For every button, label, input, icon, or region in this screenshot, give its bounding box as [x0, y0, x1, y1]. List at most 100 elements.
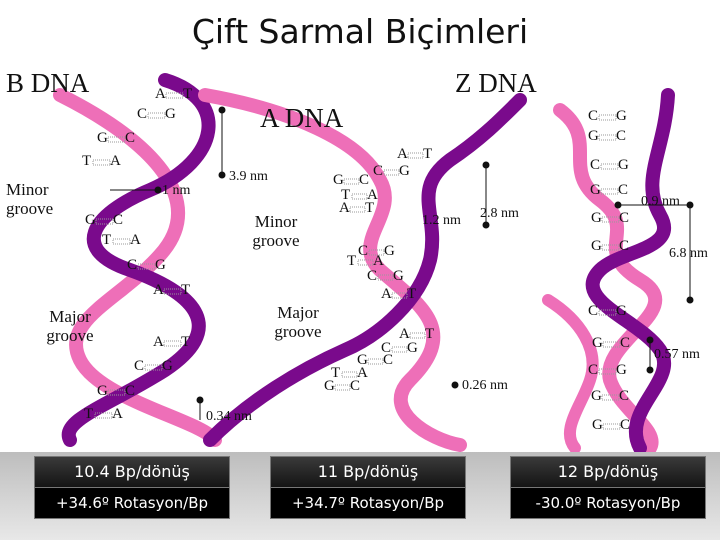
- z-dna-base-right: C: [619, 238, 630, 254]
- z-dna-base-right: C: [620, 417, 631, 433]
- b-dna-heading: B DNA: [6, 68, 90, 98]
- a-dna-heading: A DNA: [260, 103, 344, 133]
- b-dna-base-left: T: [84, 406, 94, 422]
- b-dna-pink-strand: [53, 88, 222, 447]
- a-dna-rung: [407, 152, 424, 159]
- z-dna-base-left: C: [588, 108, 599, 124]
- a-dna-base-right: G: [393, 268, 404, 284]
- z-dna-lower-pink-strand: [542, 294, 599, 452]
- z-dna-rotation: -30.0º Rotasyon/Bp: [510, 488, 706, 519]
- a-dna-rung: [349, 206, 366, 213]
- b-dna-base-left: T: [82, 153, 92, 169]
- b-dna-rung: [94, 412, 113, 419]
- z-dna-bp-per-turn: 12 Bp/dönüş: [510, 456, 706, 488]
- a-step-label: 0.26 nm: [462, 378, 508, 393]
- z-dna-base-left: C: [588, 362, 599, 378]
- a-dna-base-left: G: [357, 352, 368, 368]
- helix-drawing: [53, 73, 694, 452]
- z-dna-base-left: G: [590, 182, 601, 198]
- a-dna-base-left: G: [324, 378, 335, 394]
- b-dna-base-right: G: [165, 106, 176, 122]
- a-pitch-label: 2.8 nm: [480, 206, 519, 221]
- b-dna-rung: [147, 112, 166, 119]
- z-dna-base-left: G: [592, 417, 603, 433]
- a-dna-base-left: T: [331, 365, 341, 381]
- a-dna-base-right: A: [367, 187, 378, 203]
- a-dna-base-left: C: [358, 243, 369, 259]
- a-dna-base-right: A: [357, 365, 368, 381]
- b-dna-rung: [95, 218, 114, 225]
- a-dna-purple-strand: [203, 93, 527, 447]
- z-dna-heading: Z DNA: [455, 68, 537, 98]
- a-dna-rung: [383, 169, 400, 176]
- b-dna-stats-panel: 10.4 Bp/dönüş +34.6º Rotasyon/Bp: [34, 456, 230, 519]
- b-dna-base-right: C: [125, 130, 136, 146]
- b-dna-base-right: A: [112, 406, 123, 422]
- b-dna-base-right: G: [155, 257, 166, 273]
- b-dna-rung: [137, 263, 156, 270]
- z-dna-rung: [598, 134, 617, 141]
- b-dna-base-right: A: [110, 153, 121, 169]
- a-dna-base-left: A: [381, 286, 392, 302]
- a-dna-base-right: A: [373, 253, 384, 269]
- a-dna-base-left: T: [341, 187, 351, 203]
- z-dna-base-left: G: [591, 210, 602, 226]
- z-dna-base-left: C: [588, 303, 599, 319]
- b-dna-base-left: G: [97, 130, 108, 146]
- a-dna-rung: [367, 358, 384, 365]
- z-step-label: 0.57 nm: [654, 347, 700, 362]
- z-width-label: 0.9 nm: [641, 194, 680, 209]
- a-dna-rotation: +34.7º Rotasyon/Bp: [270, 488, 466, 519]
- a-dna-rung: [334, 384, 351, 391]
- a-dna-base-right: G: [384, 243, 395, 259]
- a-dna-base-right: T: [407, 286, 417, 302]
- b-dna-base-left: C: [137, 106, 148, 122]
- a-width-label: 3.9 nm: [229, 169, 268, 184]
- z-dna-rung: [601, 244, 620, 251]
- b-dna-base-left: C: [134, 358, 145, 374]
- b-dna-rung: [112, 238, 131, 245]
- measurement-markers: [110, 106, 694, 420]
- z-dna-rung: [602, 341, 621, 348]
- z-dna-base-left: G: [591, 238, 602, 254]
- b-dna-base-right: T: [181, 334, 191, 350]
- b-dna-rung: [107, 136, 126, 143]
- b-dna-base-right: T: [181, 282, 191, 298]
- major-groove-mid-label: Major groove: [274, 303, 322, 341]
- z-dna-pink-strand: [553, 103, 663, 452]
- b-dna-bp-per-turn: 10.4 Bp/dönüş: [34, 456, 230, 488]
- a-dna-base-left: C: [381, 340, 392, 356]
- minor-groove-mid-label: Minor groove: [252, 212, 300, 250]
- a-dna-base-right: C: [350, 378, 361, 394]
- a-dna-base-left: A: [397, 146, 408, 162]
- z-dna-base-right: C: [616, 128, 627, 144]
- a-dna-rung: [409, 332, 426, 339]
- z-dna-base-right: C: [619, 210, 630, 226]
- z-dna-base-left: G: [591, 388, 602, 404]
- b-dna-base-right: A: [130, 232, 141, 248]
- b-dna-rung: [92, 159, 111, 166]
- z-dna-stats-panel: 12 Bp/dönüş -30.0º Rotasyon/Bp: [510, 456, 706, 519]
- b-dna-base-left: A: [155, 86, 166, 102]
- a-dna-stats-panel: 11 Bp/dönüş +34.7º Rotasyon/Bp: [270, 456, 466, 519]
- a-dna-base-left: A: [339, 200, 350, 216]
- a-dna-rung: [341, 371, 358, 378]
- b-pitch-label: 0.34 nm: [206, 409, 252, 424]
- a-dna-base-right: T: [425, 326, 435, 342]
- a-dna-base-left: C: [367, 268, 378, 284]
- minor-groove-left-label: Minor groove: [6, 180, 54, 218]
- b-dna-rung: [163, 340, 182, 347]
- b-dna-base-right: C: [113, 212, 124, 228]
- z-dna-base-right: G: [616, 108, 627, 124]
- a-dna-base-left: A: [399, 326, 410, 342]
- b-dna-rung: [163, 288, 182, 295]
- a-dna-base-left: G: [333, 172, 344, 188]
- z-dna-base-right: G: [618, 157, 629, 173]
- b-dna-base-left: T: [102, 232, 112, 248]
- b-dna-base-left: A: [153, 334, 164, 350]
- z-dna-base-right: C: [619, 388, 630, 404]
- z-dna-purple-strand: [585, 88, 675, 452]
- a-dna-base-right: G: [399, 163, 410, 179]
- a-dna-base-left: T: [347, 253, 357, 269]
- z-dna-rung: [601, 216, 620, 223]
